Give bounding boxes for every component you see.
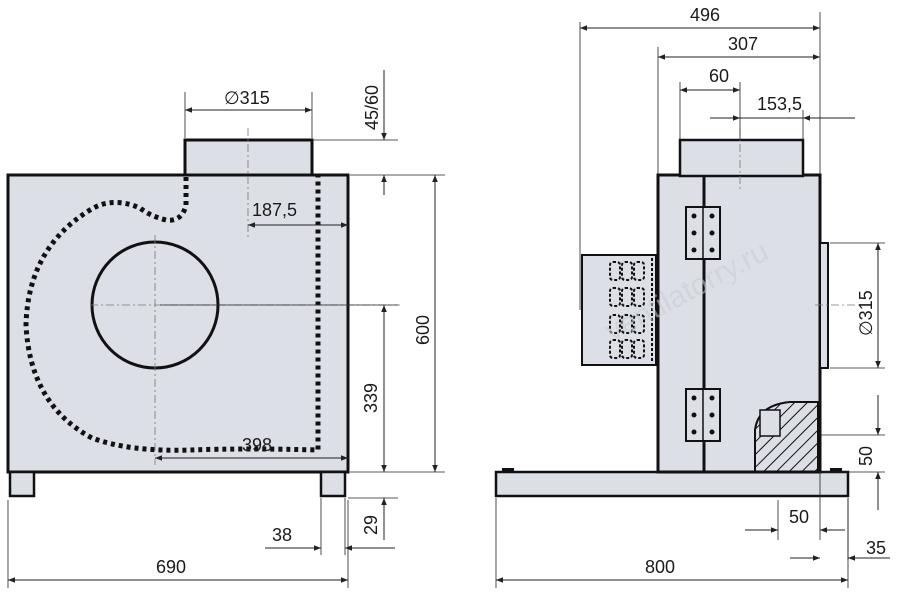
dim-outlet-diameter: ∅315: [224, 88, 270, 108]
dim-flange-height: 45/60: [362, 85, 382, 130]
dim-outlet-offset-side: 153,5: [757, 94, 802, 114]
side-outlet-flange: [678, 138, 805, 178]
front-outlet-flange: [183, 138, 314, 178]
dim-outlet-offset: 187,5: [252, 200, 297, 220]
front-foot-left: [8, 470, 36, 498]
dim-hatch-width: 50: [789, 507, 809, 527]
hatch-cutout: [759, 409, 781, 437]
hinge-lower: [685, 388, 721, 442]
dim-total-width: 690: [156, 557, 186, 577]
dim-total-depth: 496: [690, 5, 720, 25]
dim-outlet-width: 60: [709, 66, 729, 86]
dim-inlet-height: 339: [361, 383, 381, 413]
front-view: ∅315 45/60 187,5 600 339 398 38 29 690: [6, 70, 445, 588]
base-foot-left: [502, 468, 514, 473]
hinge-upper: [685, 206, 721, 260]
side-base-plate: [494, 470, 850, 498]
dim-total-height: 600: [413, 315, 433, 345]
base-foot-right: [830, 468, 842, 473]
motor-internals: [609, 258, 653, 362]
dim-base-overhang: 35: [866, 538, 886, 558]
dim-inlet-diameter: ∅315: [856, 290, 876, 336]
side-view: 496 307 60 153,5 ∅315 50 50 35 800 venti…: [494, 5, 890, 588]
dim-inlet-offset: 398: [242, 435, 272, 455]
dim-foot-height: 29: [361, 515, 381, 535]
volute-outline: [23, 175, 321, 453]
side-inlet-flange: [819, 242, 829, 369]
dim-body-depth: 307: [728, 34, 758, 54]
dim-base-length: 800: [645, 557, 675, 577]
front-foot-right: [319, 470, 347, 498]
dim-hatch-height: 50: [856, 446, 876, 466]
dim-foot-width: 38: [272, 525, 292, 545]
